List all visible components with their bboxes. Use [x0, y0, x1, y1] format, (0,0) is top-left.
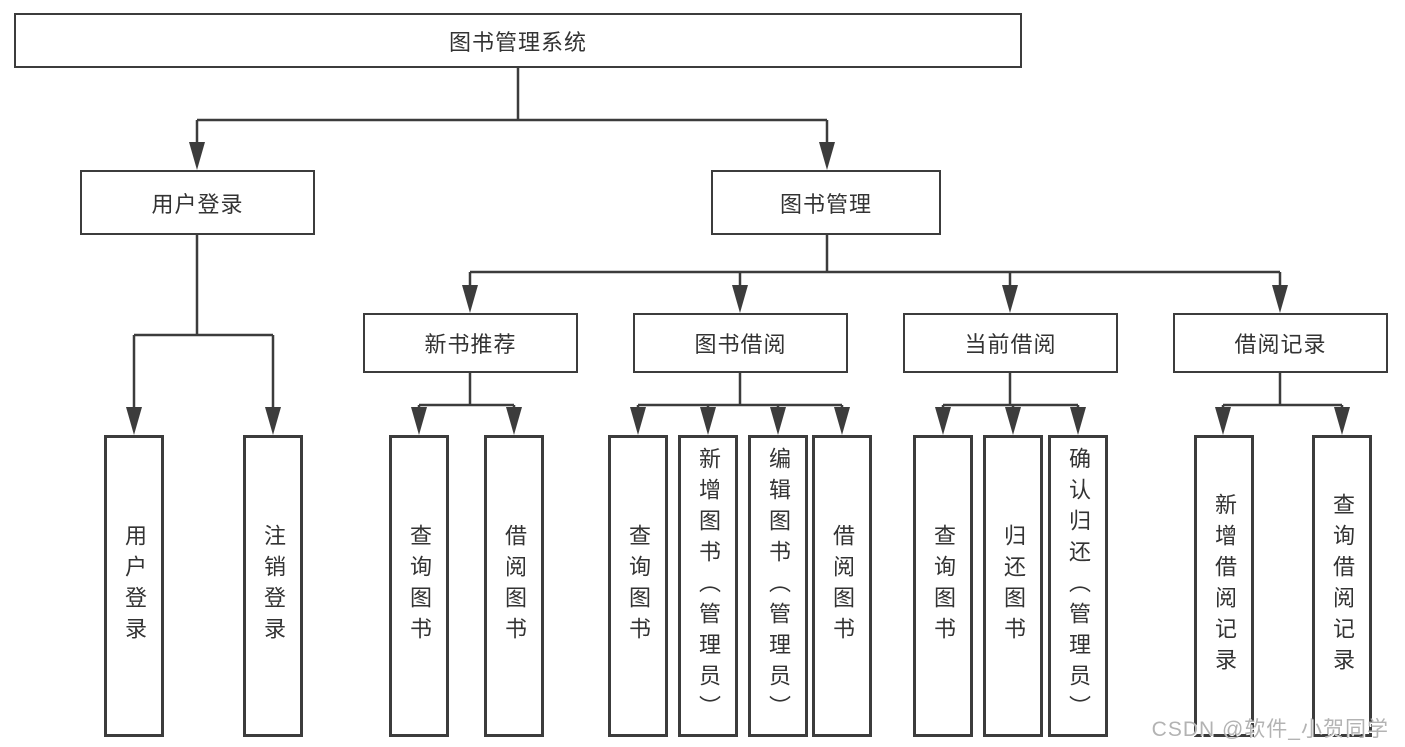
arrowhead [506, 407, 522, 435]
node-user-login: 用户登录 [80, 170, 315, 235]
leaf-edit-book-admin: 编辑图书（管理员） [748, 435, 808, 737]
node-new-book-recommend: 新书推荐 [363, 313, 578, 373]
arrowhead [1002, 285, 1018, 313]
leaf-borrow-book-borrow: 借阅图书 [812, 435, 872, 737]
leaf-label: 新增图书（管理员） [696, 446, 721, 726]
node-current-borrow: 当前借阅 [903, 313, 1118, 373]
leaf-query-book-newbook: 查询图书 [389, 435, 449, 737]
leaf-label: 编辑图书（管理员） [766, 446, 791, 726]
arrowhead [770, 407, 786, 435]
arrowheads [126, 142, 1350, 435]
arrowhead [265, 407, 281, 435]
arrowhead [189, 142, 205, 170]
leaf-user-login: 用户登录 [104, 435, 164, 737]
leaf-confirm-return-admin: 确认归还（管理员） [1048, 435, 1108, 737]
leaf-logout-login: 注销登录 [243, 435, 303, 737]
arrowhead [411, 407, 427, 435]
leaf-add-book-admin: 新增图书（管理员） [678, 435, 738, 737]
arrowhead [1215, 407, 1231, 435]
arrowhead [126, 407, 142, 435]
leaf-label: 归还图书 [1001, 524, 1026, 648]
leaf-label: 借阅图书 [502, 524, 527, 648]
leaf-query-book-borrow: 查询图书 [608, 435, 668, 737]
node-book-management: 图书管理 [711, 170, 941, 235]
arrowhead [630, 407, 646, 435]
leaf-label: 查询借阅记录 [1330, 493, 1355, 679]
leaf-query-book-current: 查询图书 [913, 435, 973, 737]
leaf-label: 新增借阅记录 [1212, 493, 1237, 679]
node-borrow-records: 借阅记录 [1173, 313, 1388, 373]
arrowhead [1070, 407, 1086, 435]
arrowhead [1272, 285, 1288, 313]
leaf-borrow-book-newbook: 借阅图书 [484, 435, 544, 737]
arrowhead [834, 407, 850, 435]
leaf-label: 查询图书 [931, 524, 956, 648]
leaf-query-borrow-record: 查询借阅记录 [1312, 435, 1372, 737]
leaf-label: 查询图书 [407, 524, 432, 648]
leaf-return-book: 归还图书 [983, 435, 1043, 737]
node-library-system: 图书管理系统 [14, 13, 1022, 68]
leaf-label: 借阅图书 [830, 524, 855, 648]
watermark: CSDN @软件_小贺同学 [1151, 718, 1389, 741]
node-book-borrow: 图书借阅 [633, 313, 848, 373]
leaf-label: 注销登录 [261, 524, 286, 648]
arrowhead [700, 407, 716, 435]
leaf-add-borrow-record: 新增借阅记录 [1194, 435, 1254, 737]
arrowhead [819, 142, 835, 170]
leaf-label: 用户登录 [122, 524, 147, 648]
leaf-label: 查询图书 [626, 524, 651, 648]
arrowhead [935, 407, 951, 435]
arrowhead [1334, 407, 1350, 435]
arrowhead [462, 285, 478, 313]
leaf-label: 确认归还（管理员） [1066, 446, 1091, 726]
arrowhead [732, 285, 748, 313]
arrowhead [1005, 407, 1021, 435]
